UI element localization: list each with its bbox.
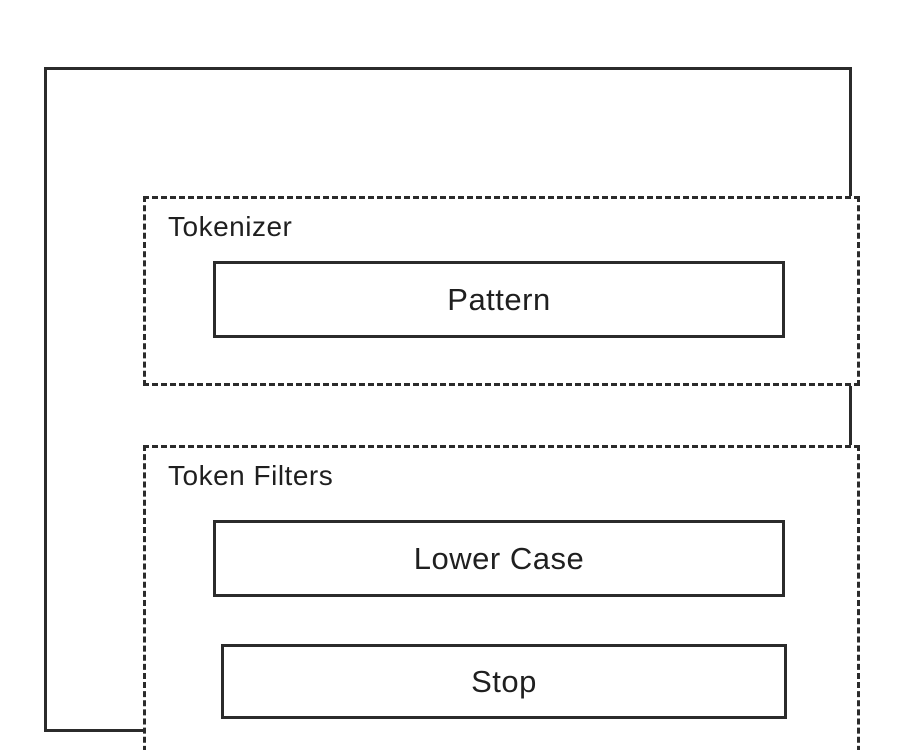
node-pattern-label: Pattern xyxy=(447,281,551,317)
tokenizer-group-box: Tokenizer Pattern xyxy=(143,196,860,386)
node-pattern: Pattern xyxy=(213,261,785,338)
token-filters-group-label: Token Filters xyxy=(168,460,334,491)
node-stop: Stop xyxy=(221,644,787,719)
analyzer-outer-frame: Tokenizer Pattern Token Filters Lower Ca… xyxy=(44,67,860,750)
node-stop-label: Stop xyxy=(471,663,537,699)
token-filters-group-box: Token Filters Lower Case Stop xyxy=(143,445,860,750)
node-lower-case-label: Lower Case xyxy=(413,540,585,576)
node-lower-case: Lower Case xyxy=(213,520,785,597)
tokenizer-group-label: Tokenizer xyxy=(168,211,293,242)
